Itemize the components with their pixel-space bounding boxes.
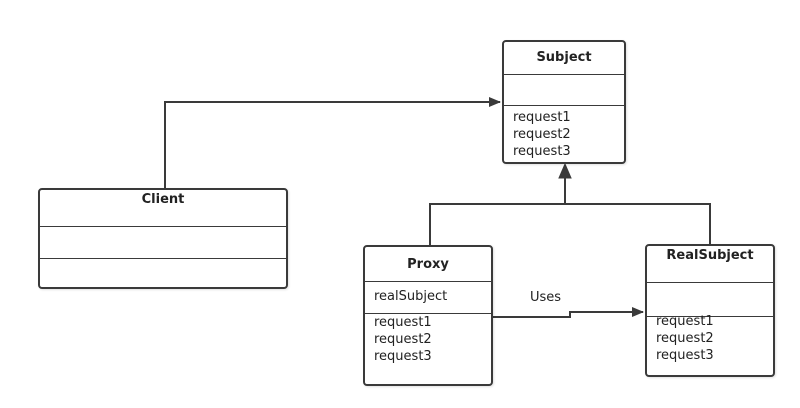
realsubject-operation: request2 bbox=[656, 331, 714, 346]
client-class-box[interactable]: Client bbox=[38, 188, 288, 289]
subject-operation: request1 bbox=[513, 110, 571, 125]
proxy-class-name: Proxy bbox=[407, 257, 449, 272]
subject-operations-compartment: request1 request2 request3 bbox=[504, 105, 624, 162]
generalization-arrowhead bbox=[558, 162, 572, 179]
client-name-compartment: Client bbox=[40, 190, 286, 226]
proxy-to-realsubject-connector bbox=[492, 307, 644, 318]
client-to-subject-connector bbox=[164, 97, 501, 190]
realsubject-branch-connector bbox=[565, 203, 711, 245]
uses-relation-label: Uses bbox=[530, 290, 562, 305]
subject-operation: request3 bbox=[513, 144, 571, 159]
proxy-branch-connector bbox=[429, 203, 565, 246]
subject-operation: request2 bbox=[513, 127, 571, 142]
realsubject-attributes-compartment bbox=[647, 282, 773, 316]
proxy-name-compartment: Proxy bbox=[365, 247, 491, 281]
proxy-class-box[interactable]: Proxy realSubject request1 request2 requ… bbox=[363, 245, 493, 386]
proxy-operation: request2 bbox=[374, 332, 432, 347]
realsubject-class-name: RealSubject bbox=[666, 248, 754, 263]
client-class-name: Client bbox=[141, 192, 185, 207]
realsubject-class-box[interactable]: RealSubject request1 request2 request3 bbox=[645, 244, 775, 377]
subject-class-box[interactable]: Subject request1 request2 request3 bbox=[502, 40, 626, 164]
realsubject-operation: request1 bbox=[656, 314, 714, 329]
proxy-operation: request1 bbox=[374, 315, 432, 330]
subject-class-name: Subject bbox=[536, 50, 592, 65]
realsubject-name-compartment: RealSubject bbox=[647, 246, 773, 282]
subject-name-compartment: Subject bbox=[504, 42, 624, 74]
client-attributes-compartment bbox=[40, 226, 286, 258]
subject-attributes-compartment bbox=[504, 74, 624, 105]
realsubject-operations-compartment: request1 request2 request3 bbox=[647, 314, 773, 375]
proxy-operations-compartment: request1 request2 request3 bbox=[365, 313, 491, 384]
proxy-attributes-compartment: realSubject bbox=[365, 281, 491, 313]
realsubject-operation: request3 bbox=[656, 348, 714, 363]
proxy-attribute: realSubject bbox=[374, 289, 448, 304]
client-operations-compartment bbox=[40, 258, 286, 287]
proxy-operation: request3 bbox=[374, 349, 432, 364]
